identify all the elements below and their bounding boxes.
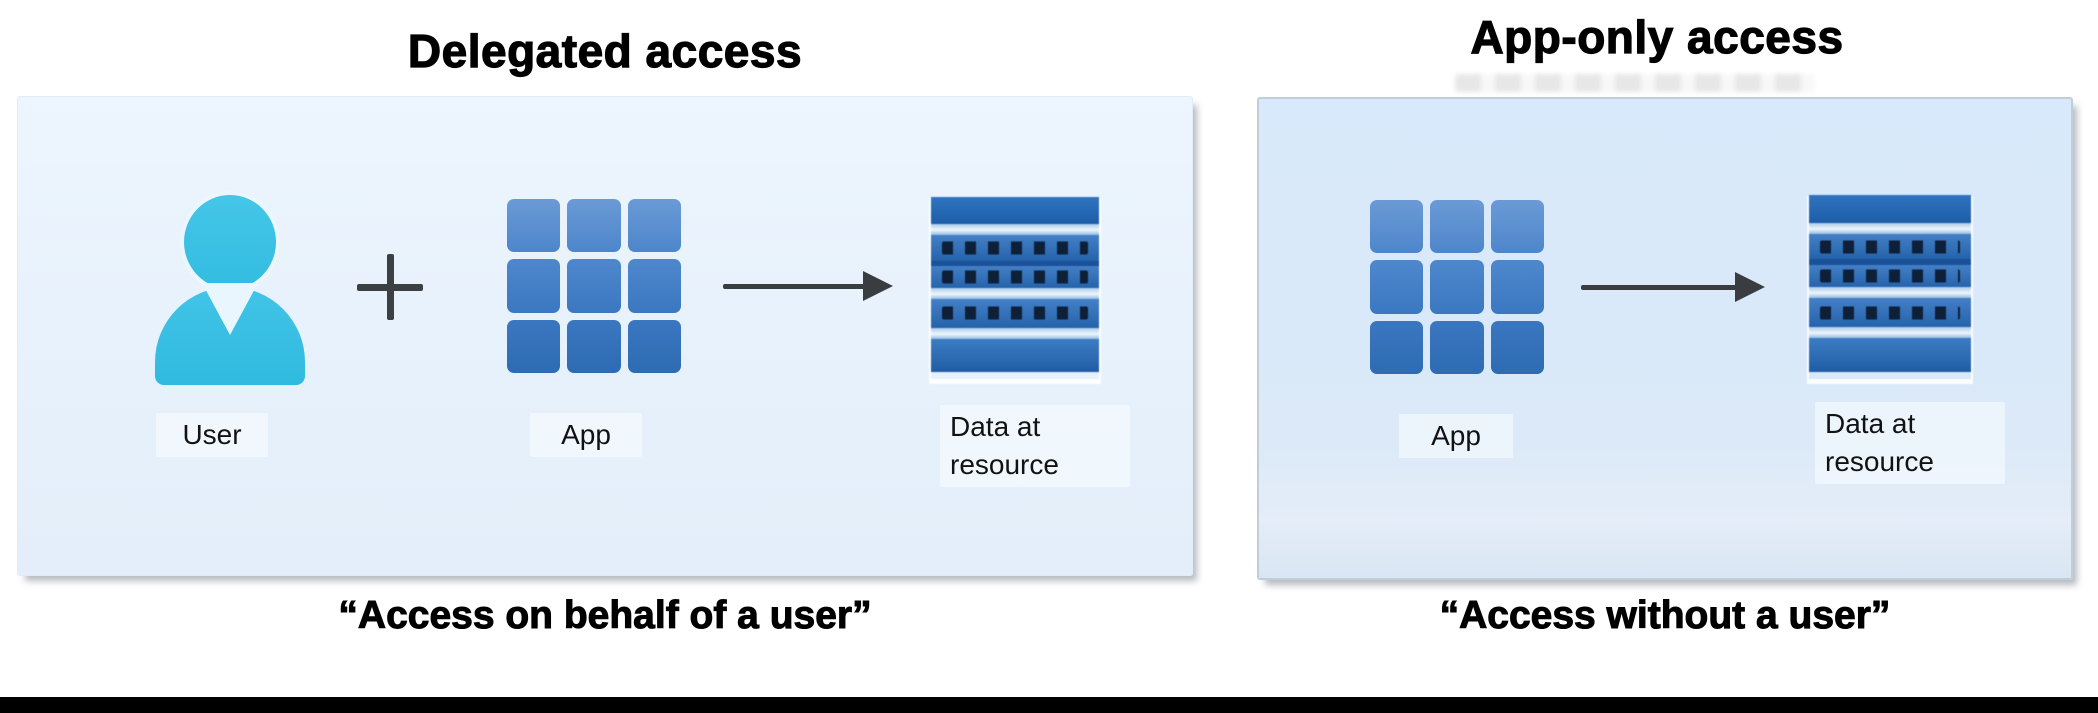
- user-collar-notch: [202, 283, 258, 335]
- data-resource-stack-icon: [1809, 195, 1971, 379]
- right-arrow-icon: [723, 268, 893, 304]
- app-only-access-caption: “Access without a user”: [1439, 594, 1891, 638]
- erased-text-ghost-artifact: [1455, 74, 1815, 92]
- app-label: App: [1399, 414, 1513, 458]
- user-label: User: [156, 413, 268, 457]
- delegated-access-panel: User App Data at resource: [17, 96, 1193, 576]
- app-grid-icon: [507, 199, 681, 373]
- user-person-icon: [155, 195, 305, 385]
- bottom-black-bar: [0, 697, 2098, 713]
- app-label: App: [530, 413, 642, 457]
- app-only-access-panel: App Data at resource: [1257, 97, 2073, 580]
- data-resource-stack-icon: [931, 197, 1099, 379]
- right-arrow-icon: [1581, 269, 1765, 305]
- app-grid-icon: [1370, 200, 1544, 374]
- delegated-access-title: Delegated access: [407, 24, 803, 77]
- data-at-resource-label: Data at resource: [1815, 402, 2005, 484]
- plus-icon: [357, 254, 423, 320]
- data-at-resource-label: Data at resource: [940, 405, 1130, 487]
- delegated-access-caption: “Access on behalf of a user”: [338, 594, 872, 638]
- user-head-shape: [184, 195, 276, 289]
- app-only-access-title: App-only access: [1470, 10, 1844, 63]
